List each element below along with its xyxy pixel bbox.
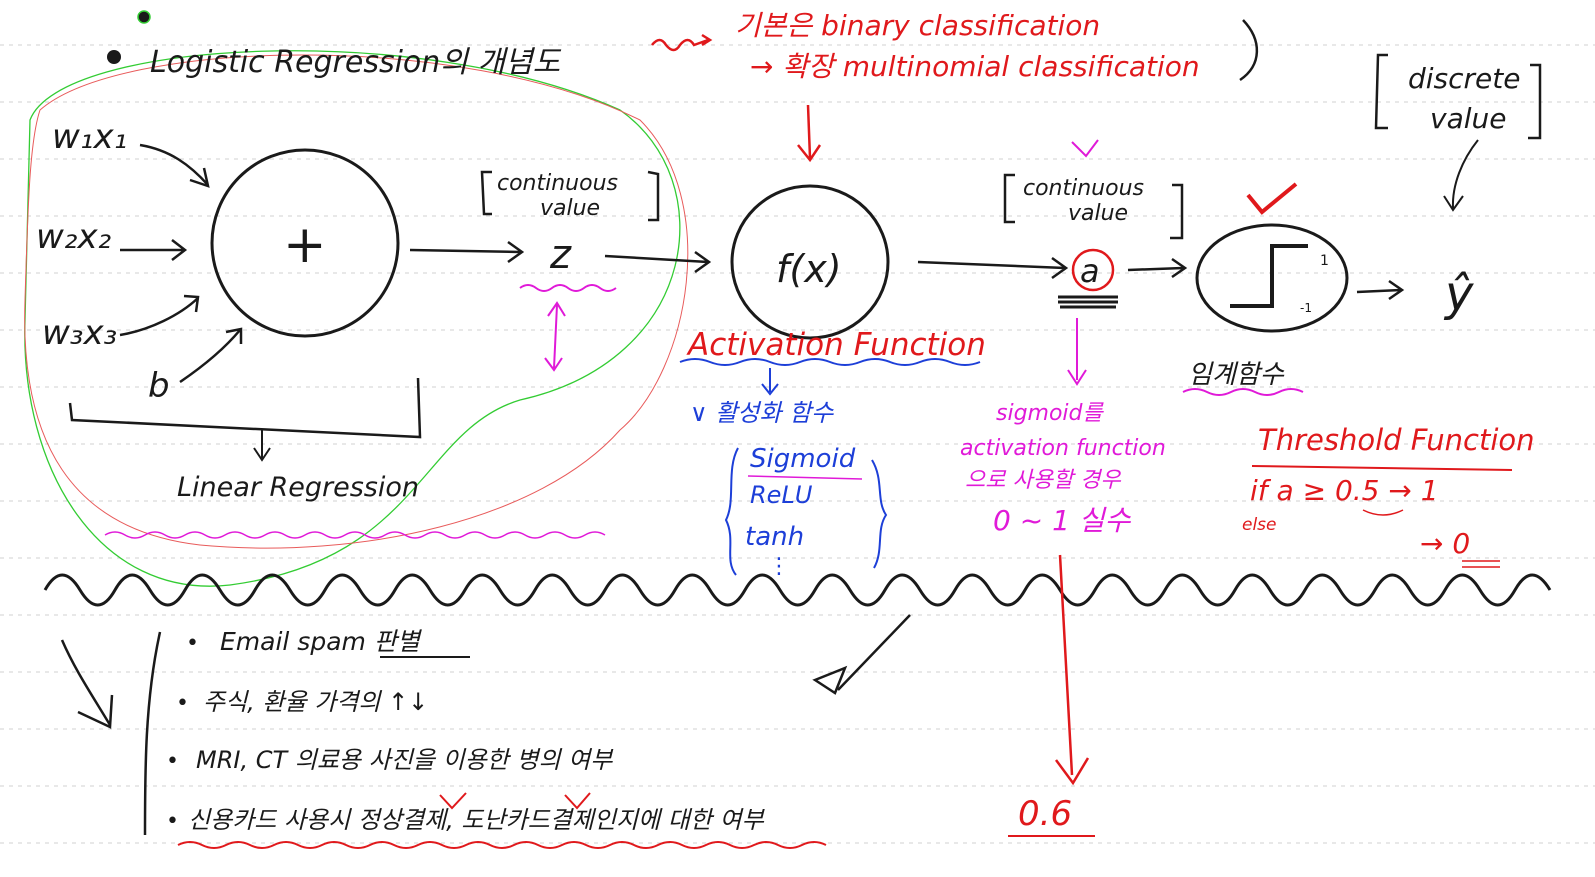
diagram-title: Logistic Regression의 개념도 xyxy=(150,45,562,80)
examples-left-bracket xyxy=(143,631,162,836)
example-item-4-underline xyxy=(177,841,827,849)
threshold-rule2-result: → 0 xyxy=(1420,527,1470,560)
output-bracket-bottom: value xyxy=(1430,102,1506,135)
sigmoid-underline xyxy=(747,475,863,480)
example-item-4: 신용카드 사용시 정상결제, 도난카드결제인지에 대한 여부 xyxy=(188,806,766,834)
sum-to-z-arrow xyxy=(409,240,525,264)
activation-node-label: f(x) xyxy=(776,247,842,291)
output-bracket xyxy=(1374,53,1542,140)
examples-list: • Email spam 판별 • 주식, 환율 가격의 ↑↓ • MRI, C… xyxy=(166,627,827,849)
sigmoid-note-line1: sigmoid를 xyxy=(996,401,1105,426)
red-checkmark-icon xyxy=(1246,182,1298,215)
example-bullet-2: • xyxy=(176,691,189,716)
step-high-mark: 1 xyxy=(1320,253,1329,269)
wavy-divider xyxy=(43,573,1552,607)
activation-blue-underline xyxy=(679,358,981,366)
bottom-left-arrow-icon xyxy=(60,639,114,729)
threshold-title-underline xyxy=(1251,465,1513,471)
a-down-magenta-arrow xyxy=(1067,318,1087,386)
input-w2x2: w₂x₂ xyxy=(36,217,112,257)
step-low-mark: -1 xyxy=(1300,301,1312,315)
z-symbol: z xyxy=(549,232,572,278)
z-bracket-bottom: value xyxy=(540,196,600,221)
example-item-2: 주식, 환율 가격의 ↑↓ xyxy=(203,688,428,716)
z-double-arrow xyxy=(544,301,566,372)
threshold-korean: 임계함수 xyxy=(1188,360,1285,390)
red-note-line1: 기본은 binary classification xyxy=(735,9,1100,42)
bottom-center-arrow-icon xyxy=(812,614,911,695)
output-down-arrow-icon xyxy=(1443,139,1479,212)
output-bracket-top: discrete xyxy=(1408,62,1520,95)
threshold-rule1: if a ≥ 0.5 → 1 xyxy=(1250,474,1439,507)
activation-item-tanh: tanh xyxy=(745,522,804,552)
z-bracket xyxy=(480,170,660,222)
output-symbol: ŷ xyxy=(1443,266,1474,322)
a-to-step-arrow xyxy=(1127,257,1188,279)
z-bracket-top: continuous xyxy=(497,171,618,196)
example-item-1: Email spam 판별 xyxy=(220,627,422,656)
sum-symbol: + xyxy=(283,215,327,275)
example-value: 0.6 xyxy=(1018,794,1072,834)
activation-item-more: ⋮ xyxy=(768,554,790,579)
sigmoid-note-line2: activation function xyxy=(960,436,1166,461)
input-b: b xyxy=(148,366,170,406)
sigmoid-note-line3: 으로 사용할 경우 xyxy=(965,468,1121,493)
threshold-rule1-underline xyxy=(1362,509,1404,516)
activation-korean: ∨ 활성화 함수 xyxy=(690,399,834,427)
red-note-line2: → 확장 multinomial classification xyxy=(750,50,1200,83)
a-symbol: a xyxy=(1080,252,1100,290)
red-long-arrow xyxy=(1054,554,1090,786)
sum-node xyxy=(210,148,400,338)
z-magenta-underline xyxy=(519,284,617,292)
sigmoid-note-range: 0 ~ 1 실수 xyxy=(993,504,1132,537)
red-check-a-icon xyxy=(1071,139,1099,158)
input-arrows xyxy=(119,143,243,384)
a-bracket-top: continuous xyxy=(1023,176,1144,201)
threshold-else: else xyxy=(1242,515,1277,535)
top-dot xyxy=(137,10,151,24)
linear-regression-label: Linear Regression xyxy=(177,472,419,503)
f-to-a-arrow xyxy=(917,256,1069,280)
a-bracket xyxy=(1003,173,1184,240)
red-down-arrow-icon xyxy=(797,104,822,163)
threshold-title: Threshold Function xyxy=(1258,423,1535,457)
step-to-output-arrow xyxy=(1356,279,1405,301)
red-check-normal-icon xyxy=(439,792,467,810)
activation-title: Activation Function xyxy=(686,327,986,363)
example-bullet-1: • xyxy=(186,631,199,656)
threshold-korean-underline xyxy=(1182,388,1304,396)
lr-magenta-underline xyxy=(104,531,606,539)
red-check-stolen-icon xyxy=(564,792,591,810)
activation-node xyxy=(730,184,890,340)
threshold-node xyxy=(1195,223,1349,333)
red-loop xyxy=(24,54,689,549)
example-bullet-4: • xyxy=(166,809,179,834)
squiggle-arrow-icon xyxy=(651,33,713,52)
z-to-f-arrow xyxy=(604,250,712,274)
example-bullet-3: • xyxy=(166,749,179,774)
activation-list: Sigmoid ReLU tanh ⋮ xyxy=(724,444,888,579)
green-loop xyxy=(24,50,681,587)
activation-item-relu: ReLU xyxy=(750,481,813,509)
activation-down-arrow-icon xyxy=(761,368,779,396)
threshold-rule2-underline xyxy=(1462,560,1500,568)
example-item-3: MRI, CT 의료용 사진을 이용한 병의 여부 xyxy=(196,746,614,774)
step-function-icon xyxy=(1230,244,1308,308)
input-w1x1: w₁x₁ xyxy=(52,117,127,157)
input-w3x3: w₃x₃ xyxy=(42,313,117,353)
activation-item-sigmoid: Sigmoid xyxy=(750,444,856,474)
lr-down-arrow-icon xyxy=(253,430,271,462)
linear-regression-bracket xyxy=(68,377,422,439)
a-red-circle xyxy=(1071,248,1115,292)
activation-list-right-brace xyxy=(871,459,888,569)
a-bracket-bottom: value xyxy=(1068,201,1128,226)
title-bullet xyxy=(107,50,121,64)
activation-list-left-brace xyxy=(724,447,739,576)
a-underline xyxy=(1058,295,1118,309)
red-note-paren xyxy=(1239,19,1259,82)
